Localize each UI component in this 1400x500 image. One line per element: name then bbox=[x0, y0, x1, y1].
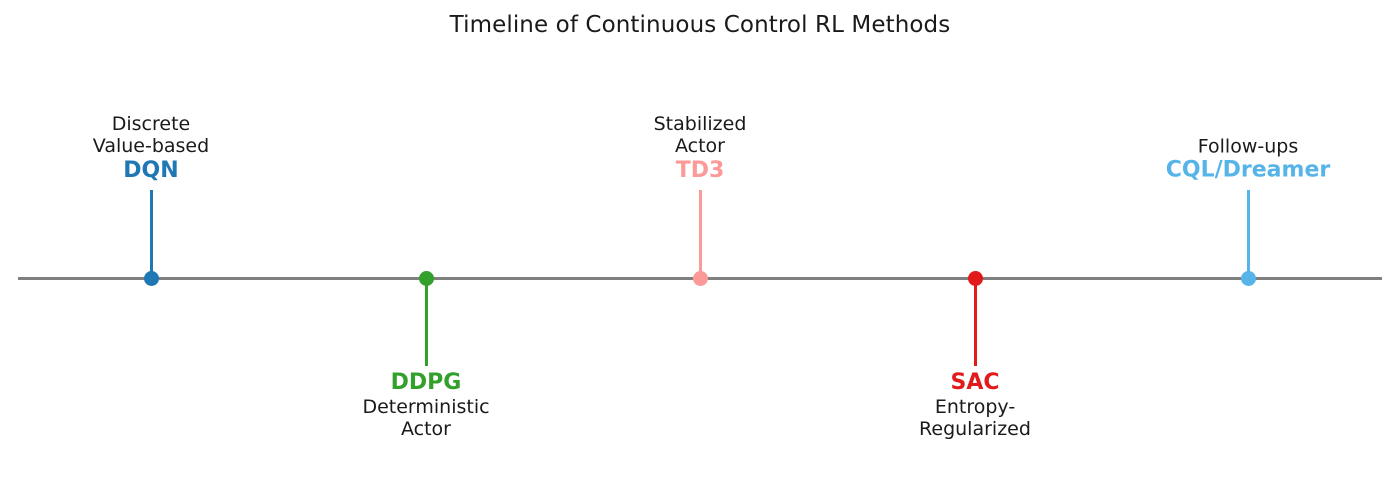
event-description: Discrete Value-based bbox=[92, 113, 210, 158]
event-description: Entropy- Regularized bbox=[919, 395, 1031, 441]
event-marker-dot[interactable] bbox=[967, 270, 983, 286]
event-marker-dot[interactable] bbox=[418, 270, 434, 286]
event-name: TD3 bbox=[675, 158, 725, 184]
event-description: Stabilized Actor bbox=[653, 113, 747, 158]
event-description: Deterministic Actor bbox=[362, 395, 490, 441]
chart-title: Timeline of Continuous Control RL Method… bbox=[449, 12, 951, 38]
event-stem bbox=[149, 190, 153, 278]
event-marker-dot[interactable] bbox=[1240, 270, 1256, 286]
event-stem bbox=[698, 190, 702, 278]
event-marker-dot[interactable] bbox=[143, 270, 159, 286]
event-name: DQN bbox=[123, 158, 179, 184]
event-stem bbox=[973, 278, 977, 366]
event-name: SAC bbox=[950, 370, 1000, 395]
event-stem bbox=[424, 278, 428, 366]
event-description: Follow-ups bbox=[1197, 135, 1299, 158]
event-stem bbox=[1246, 190, 1250, 278]
event-name: DDPG bbox=[390, 370, 462, 395]
event-name: CQL/Dreamer bbox=[1165, 158, 1331, 184]
event-marker-dot[interactable] bbox=[692, 270, 708, 286]
